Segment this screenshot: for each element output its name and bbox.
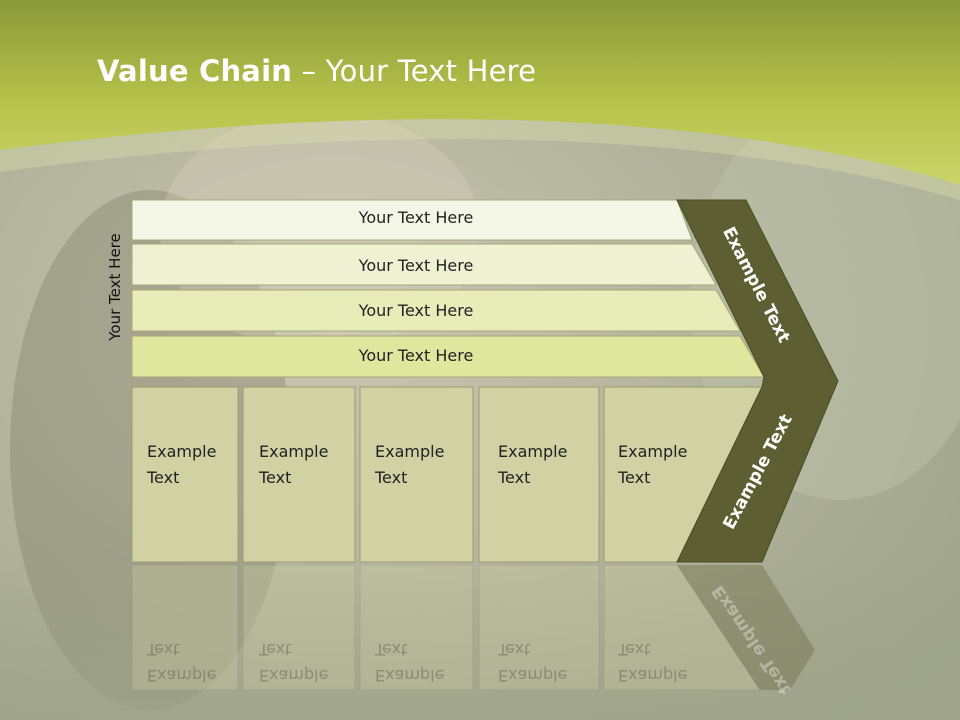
slide-title: Value Chain – Your Text Here: [97, 54, 536, 88]
bar-label-1: Your Text Here: [358, 208, 474, 227]
cell-text-2-reflection: Example Text: [259, 636, 328, 688]
cell-1-reflection-line2: Text: [147, 640, 180, 659]
cell-2-line2: Text: [259, 468, 292, 487]
bar-3: [131, 289, 741, 332]
cell-4-line1: Example: [498, 442, 568, 461]
cell-4: [478, 386, 600, 563]
cell-text-1-reflection: Example Text: [147, 636, 216, 688]
cell-5-reflection-line1: Example: [618, 666, 688, 685]
bar-label-4: Your Text Here: [358, 346, 474, 365]
bar-label-3: Your Text Here: [358, 301, 474, 320]
cell-1-line1: Example: [147, 442, 217, 461]
cell-1: [131, 386, 239, 563]
diagram-reflection: [131, 564, 815, 691]
cell-text-5-reflection: Example Text: [618, 636, 687, 688]
cell-4-reflection-line1: Example: [498, 666, 568, 685]
cell-2-reflection-line2: Text: [259, 640, 292, 659]
cell-4-line2: Text: [498, 468, 531, 487]
cell-1-reflection-line1: Example: [147, 666, 217, 685]
cell-text-4-reflection: Example Text: [498, 636, 567, 688]
cell-3-reflection-line1: Example: [375, 666, 445, 685]
bar-1: [131, 199, 693, 241]
slide-title-rest: – Your Text Here: [292, 54, 537, 88]
cell-3: [359, 386, 474, 563]
cell-3-reflection-line2: Text: [375, 640, 408, 659]
cell-2-reflection-line1: Example: [259, 666, 329, 685]
cell-5-line1: Example: [618, 442, 688, 461]
cell-text-3-reflection: Example Text: [375, 636, 444, 688]
chevron-arrow: [676, 199, 839, 563]
cell-3-line2: Text: [375, 468, 408, 487]
cell-5-line2: Text: [618, 468, 651, 487]
slide-title-bold: Value Chain: [97, 54, 293, 88]
bar-2: [131, 243, 717, 286]
cell-1-line2: Text: [147, 468, 180, 487]
cell-2-line1: Example: [259, 442, 329, 461]
bar-label-2: Your Text Here: [358, 256, 474, 275]
cell-3-line1: Example: [375, 442, 445, 461]
cell-5-reflection-line2: Text: [618, 640, 651, 659]
cell-4-reflection-line2: Text: [498, 640, 531, 659]
cell-2: [242, 386, 356, 563]
